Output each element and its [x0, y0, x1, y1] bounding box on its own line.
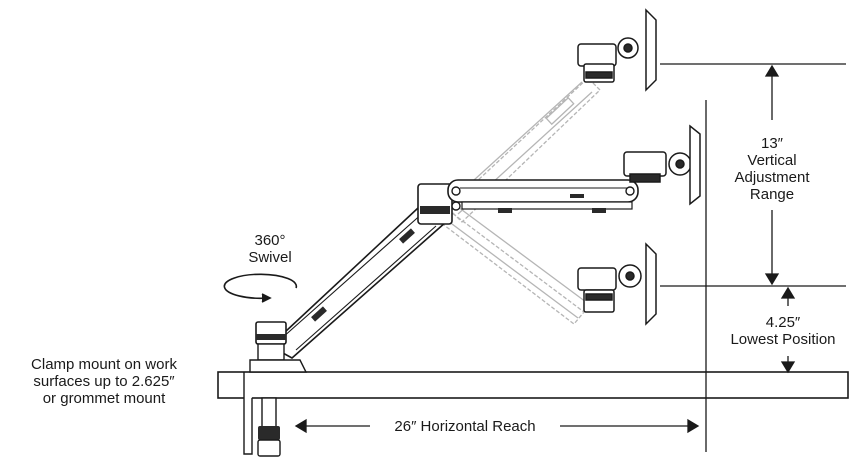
base-clamp: [243, 321, 308, 457]
clamp-line1: Clamp mount on work: [31, 356, 177, 373]
elbow-joint: [417, 183, 453, 225]
swivel-label-line1: 360°: [254, 232, 286, 249]
horizontal-dimension: [294, 418, 700, 434]
clamp-label: Clamp mount on work surfaces up to 2.625…: [6, 356, 202, 407]
arm-ghost-lowered: [439, 203, 587, 325]
monitor-head-bottom: [577, 242, 657, 326]
horizontal-reach-label: 26″ Horizontal Reach: [394, 418, 536, 435]
vertical-range-line4: Range: [749, 186, 795, 203]
vertical-range-line3: Adjustment: [734, 169, 810, 186]
desk-surface: [217, 371, 849, 399]
vertical-dimension: [660, 63, 846, 452]
monitor-head-top: [577, 8, 657, 92]
lower-arm: [268, 207, 448, 359]
vertical-range-line2: Vertical: [747, 152, 797, 169]
vertical-range-label: 13″ Vertical Adjustment Range: [722, 135, 822, 203]
swivel-label-line2: Swivel: [248, 249, 292, 266]
clamp-line2: surfaces up to 2.625″: [33, 373, 175, 390]
lowest-position-label: 4.25″ Lowest Position: [716, 314, 850, 348]
monitor-head-middle: [623, 124, 701, 206]
vertical-range-line1: 13″: [761, 135, 783, 152]
lowest-position-line1: 4.25″: [765, 314, 801, 331]
lowest-position-line2: Lowest Position: [730, 331, 836, 348]
swivel-arrow-icon: [223, 273, 298, 303]
clamp-line3: or grommet mount: [42, 390, 166, 407]
upper-arm-horizontal: [447, 179, 639, 213]
swivel-label: 360° Swivel: [230, 232, 310, 266]
